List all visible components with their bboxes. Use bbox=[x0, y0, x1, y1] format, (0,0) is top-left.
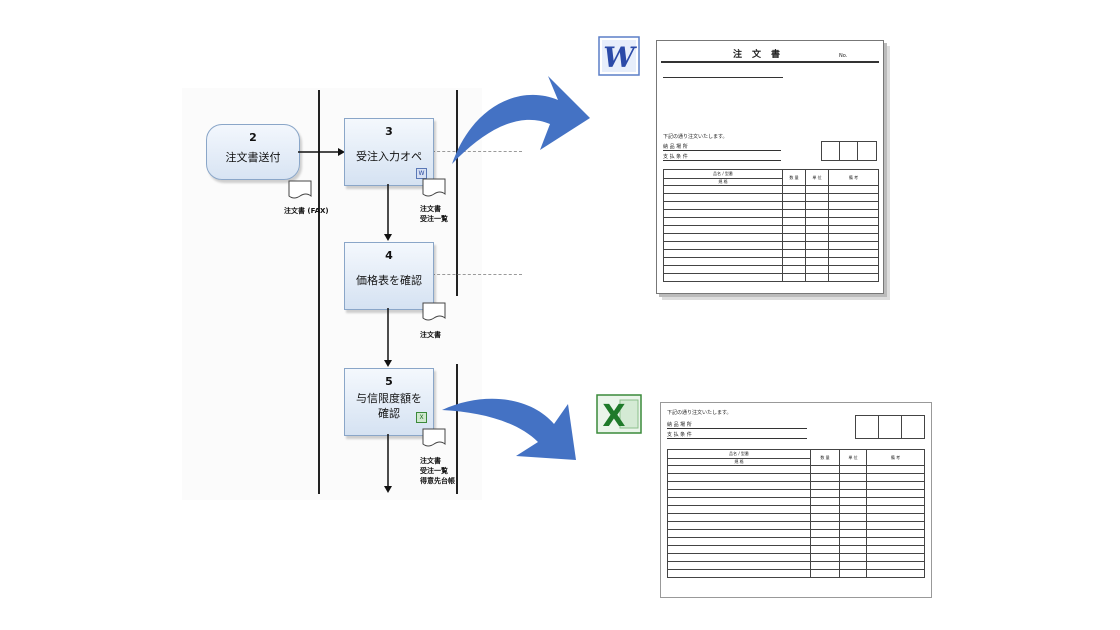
task-5-doc-caption-2: 受注一覧 bbox=[420, 467, 448, 475]
start-doc-caption: 注文書 (FAX) bbox=[284, 207, 329, 215]
task-4-doc-caption-1: 注文書 bbox=[420, 331, 441, 339]
excel-doc-table-head-3: 単 位 bbox=[839, 449, 867, 466]
excel-icon: X bbox=[596, 394, 642, 434]
document-icon bbox=[422, 302, 446, 322]
word-doc-table-head-1b: 規 格 bbox=[663, 178, 783, 186]
word-doc-stamp-boxes bbox=[821, 141, 877, 161]
excel-doc-field-2: 支 払 条 件 bbox=[667, 432, 692, 438]
svg-text:X: X bbox=[602, 399, 625, 434]
word-doc-rule bbox=[663, 77, 783, 78]
word-doc-number-label: No. bbox=[839, 53, 848, 59]
task-node-4: 4 価格表を確認 bbox=[344, 242, 434, 310]
task-node-5: 5 与信限度額を 確認 X bbox=[344, 368, 434, 436]
start-node-label: 注文書送付 bbox=[225, 151, 281, 164]
task-5-doc-caption-1: 注文書 bbox=[420, 457, 441, 465]
excel-doc-rule bbox=[667, 438, 807, 439]
word-doc-table-head-4: 備 考 bbox=[828, 169, 879, 186]
task-4-number: 4 bbox=[385, 249, 393, 262]
word-doc-table-head-1: 品名 / 型番 bbox=[663, 169, 783, 179]
word-doc-table-head-3: 単 位 bbox=[805, 169, 829, 186]
word-doc-rule bbox=[663, 160, 781, 161]
word-doc-rule bbox=[661, 61, 879, 63]
task-5-doc-caption-3: 得意先台帳 bbox=[420, 477, 455, 485]
task-3-label: 受注入力オペ bbox=[356, 150, 422, 163]
task-5-label: 与信限度額を bbox=[356, 392, 422, 405]
word-doc-title: 注文書 bbox=[733, 50, 791, 60]
word-mini-icon: W bbox=[416, 168, 427, 179]
word-doc-field-1: 納 品 場 所 bbox=[663, 144, 688, 150]
start-node: 2 注文書送付 bbox=[206, 124, 300, 180]
task-4-label: 価格表を確認 bbox=[356, 274, 422, 287]
excel-doc-table: 品名 / 型番 数 量 単 位 備 考 規 格 bbox=[667, 449, 925, 578]
arrow-task4-to-task5 bbox=[384, 308, 392, 367]
lane-divider-left bbox=[318, 90, 320, 494]
start-node-number: 2 bbox=[249, 131, 257, 144]
task-5-number: 5 bbox=[385, 375, 393, 388]
word-doc-table-head-2: 数 量 bbox=[782, 169, 806, 186]
task-3-number: 3 bbox=[385, 125, 393, 138]
excel-document-preview: 下記の通り注文いたします。 納 品 場 所 支 払 条 件 品名 / 型番 数 … bbox=[660, 402, 932, 598]
arrow-task5-down bbox=[384, 434, 392, 493]
document-icon bbox=[422, 178, 446, 198]
word-doc-field-2: 支 払 条 件 bbox=[663, 154, 688, 160]
dashed-connector-3 bbox=[432, 151, 522, 152]
svg-text:W: W bbox=[603, 41, 637, 74]
curved-arrow-to-word bbox=[452, 76, 590, 164]
word-icon: W bbox=[598, 36, 640, 76]
word-doc-table: 品名 / 型番 数 量 単 位 備 考 規 格 bbox=[663, 169, 879, 282]
arrow-start-to-task3 bbox=[298, 148, 345, 156]
task-3-doc-caption-1: 注文書 bbox=[420, 205, 441, 213]
excel-doc-table-head-2: 数 量 bbox=[810, 449, 840, 466]
lane-divider-right-upper bbox=[456, 90, 458, 296]
arrow-task3-to-task4 bbox=[384, 184, 392, 241]
word-doc-intro: 下記の通り注文いたします。 bbox=[663, 134, 728, 140]
word-document-preview: 注文書 No. 下記の通り注文いたします。 納 品 場 所 支 払 条 件 品名… bbox=[656, 40, 884, 294]
task-5-label-2: 確認 bbox=[378, 407, 400, 420]
document-icon bbox=[288, 180, 312, 200]
curved-arrow-to-excel bbox=[442, 398, 576, 460]
excel-doc-table-head-1b: 規 格 bbox=[667, 458, 811, 466]
excel-doc-table-head-1: 品名 / 型番 bbox=[667, 449, 811, 459]
dashed-connector-4 bbox=[432, 274, 522, 275]
task-node-3: 3 受注入力オペ W bbox=[344, 118, 434, 186]
word-doc-rule bbox=[663, 150, 781, 151]
lane-divider-right-lower bbox=[456, 364, 458, 494]
excel-doc-table-head-4: 備 考 bbox=[866, 449, 925, 466]
excel-doc-intro: 下記の通り注文いたします。 bbox=[667, 410, 732, 416]
excel-doc-field-1: 納 品 場 所 bbox=[667, 422, 692, 428]
excel-doc-stamp-boxes bbox=[855, 415, 925, 439]
document-icon bbox=[422, 428, 446, 448]
excel-mini-icon: X bbox=[416, 412, 427, 423]
excel-doc-rule bbox=[667, 428, 807, 429]
task-3-doc-caption-2: 受注一覧 bbox=[420, 215, 448, 223]
